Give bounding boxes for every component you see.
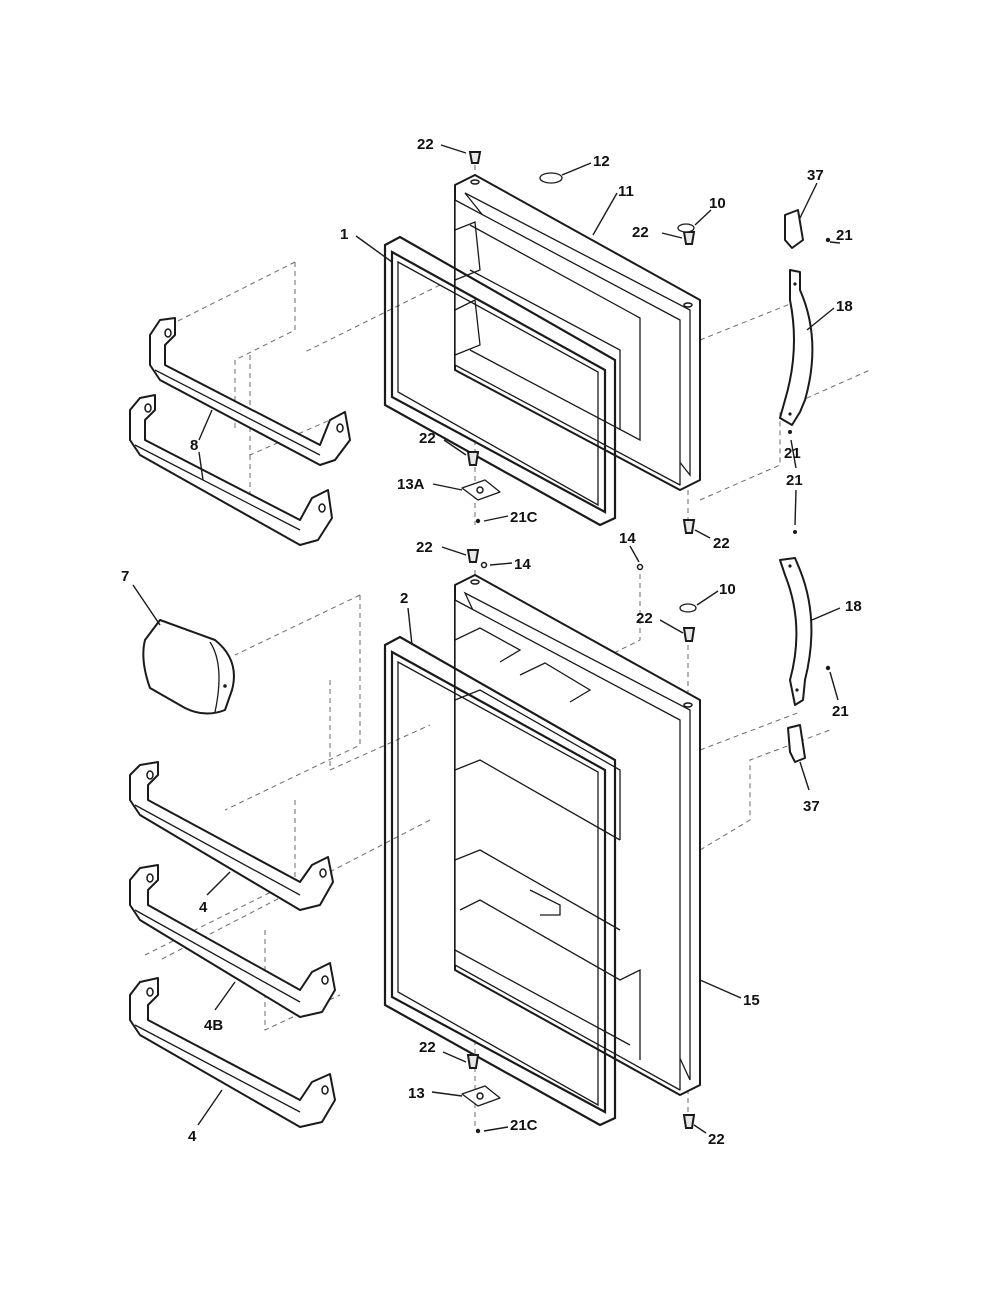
callout-label: 21 — [836, 227, 853, 244]
callout-label: 21 — [784, 445, 801, 462]
handle-18-upper — [779, 269, 814, 426]
freezer-gasket-1 — [383, 235, 617, 527]
fresh-food-gasket-2 — [383, 635, 617, 1127]
callout-label: 22 — [417, 136, 434, 153]
fresh-food-door-15 — [454, 574, 701, 1096]
handle-18-lower — [779, 557, 813, 706]
callout-label: 11 — [618, 183, 634, 200]
callout-label: 4 — [188, 1128, 197, 1145]
callout-label: 13A — [397, 476, 425, 493]
callout-label: 22 — [416, 539, 433, 556]
callout-label: 22 — [713, 535, 730, 552]
callout-label: 4 — [199, 899, 208, 916]
freezer-door-11 — [454, 174, 701, 491]
callout-label: 22 — [636, 610, 653, 627]
callout-label: 10 — [719, 581, 736, 598]
callout-label: 37 — [807, 167, 824, 184]
callout-label: 2 — [400, 590, 408, 607]
callout-label: 13 — [408, 1085, 425, 1102]
callout-label: 4B — [204, 1017, 223, 1034]
callout-labels: 22 12 11 10 22 37 21 1 18 8 22 21 13A 21… — [121, 136, 862, 1148]
callout-label: 21C — [510, 1117, 538, 1134]
callout-label: 18 — [836, 298, 853, 315]
callout-label: 10 — [709, 195, 726, 212]
door-shelf-4-bottom — [129, 977, 336, 1128]
callout-label: 21 — [832, 703, 849, 720]
leader-lines — [132, 144, 841, 1134]
callout-label: 21 — [786, 472, 803, 489]
end-cap-37-upper — [784, 209, 804, 249]
callout-label: 22 — [632, 224, 649, 241]
callout-label: 14 — [619, 530, 636, 547]
callout-label: 7 — [121, 568, 129, 585]
callout-label: 8 — [190, 437, 198, 454]
dairy-door-cover-7 — [142, 619, 235, 715]
door-shelf-8-upper — [149, 317, 351, 466]
callout-label: 12 — [593, 153, 610, 170]
callout-label: 15 — [743, 992, 760, 1009]
door-shelf-4-top — [129, 761, 334, 911]
callout-label: 14 — [514, 556, 531, 573]
callout-label: 37 — [803, 798, 820, 815]
callout-label: 22 — [419, 430, 436, 447]
small-parts — [461, 151, 831, 1134]
callout-label: 22 — [708, 1131, 725, 1148]
door-shelf-8-lower — [129, 394, 333, 546]
callout-label: 18 — [845, 598, 862, 615]
door-shelf-4B — [129, 864, 336, 1018]
callout-label: 22 — [419, 1039, 436, 1056]
callout-label: 21C — [510, 509, 538, 526]
end-cap-37-lower — [787, 724, 806, 763]
callout-label: 1 — [340, 226, 348, 243]
